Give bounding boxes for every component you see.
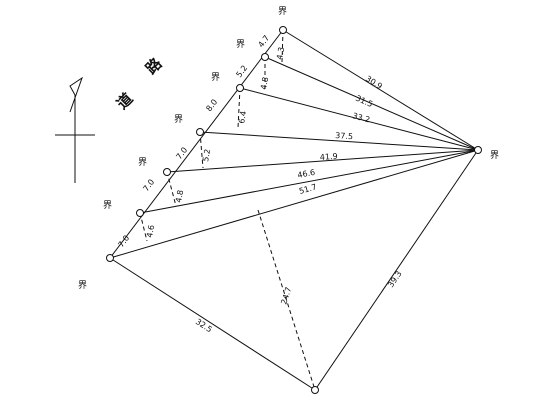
boundary-vertices xyxy=(106,26,482,394)
perpendicular-6 xyxy=(281,29,284,63)
vertex-left xyxy=(106,254,114,262)
perpendicular-labels: 4.6 4.8 5.2 6.4 4.8 4.3 xyxy=(145,46,286,238)
perpendicular-1 xyxy=(139,212,148,242)
length-r6: 46.6 xyxy=(297,168,316,180)
boundary-marker: 界 xyxy=(490,150,499,161)
length-r5: 41.9 xyxy=(320,152,338,162)
north-arrow-icon xyxy=(55,76,95,183)
perpendicular-label-4: 6.4 xyxy=(237,110,248,124)
boundary-markers: 界 界 界 界 界 界 界 界 xyxy=(78,6,499,291)
front-segment-4: 8.0 xyxy=(204,98,219,114)
vertex-6 xyxy=(136,209,144,217)
distance-labels: 30.9 31.5 33.2 37.5 41.9 46.6 51.7 39.3 … xyxy=(194,74,404,334)
perpendicular-2 xyxy=(166,171,177,207)
perpendicular-label-2: 4.8 xyxy=(174,189,185,203)
boundary-marker: 界 xyxy=(278,6,287,17)
road-label-char-1: 道 xyxy=(113,89,136,112)
boundary-marker: 界 xyxy=(103,200,112,211)
perpendicular-label-3: 5.2 xyxy=(201,148,212,162)
length-right-bottom: 39.3 xyxy=(386,269,403,289)
vertex-bottom xyxy=(311,386,319,394)
boundary-marker: 界 xyxy=(236,39,245,50)
radial-line-6 xyxy=(139,149,479,214)
perpendicular-label-1: 4.6 xyxy=(145,224,156,238)
radial-line-3 xyxy=(239,87,479,151)
vertex-5 xyxy=(163,168,171,176)
front-segment-3: 7.0 xyxy=(174,146,189,162)
vertex-3 xyxy=(236,84,244,92)
vertex-top xyxy=(279,26,287,34)
top-right-boundary xyxy=(282,29,479,151)
length-r7: 51.7 xyxy=(298,182,318,196)
plot-outline xyxy=(109,29,479,391)
front-segment-2: 7.0 xyxy=(141,178,156,194)
dashed-lines xyxy=(139,29,316,391)
length-diagonal: 24.7 xyxy=(279,286,293,306)
length-r1: 30.9 xyxy=(364,74,384,91)
boundary-marker: 界 xyxy=(138,157,147,168)
perpendicular-3 xyxy=(199,131,204,169)
radial-line-2 xyxy=(264,56,479,151)
length-r3: 33.2 xyxy=(351,111,371,124)
road-label: 道 路 xyxy=(113,54,166,113)
length-r4: 37.5 xyxy=(335,131,353,141)
left-bottom-boundary xyxy=(109,257,316,391)
perpendicular-label-5: 4.8 xyxy=(259,76,270,90)
boundary-marker: 界 xyxy=(174,114,183,125)
vertex-4 xyxy=(196,128,204,136)
length-left-bottom: 32.5 xyxy=(194,317,214,334)
radial-line-4 xyxy=(199,131,479,151)
diagonal-dashed-line xyxy=(257,209,316,391)
radial-line-7 xyxy=(109,149,479,259)
boundary-marker: 界 xyxy=(78,280,87,291)
vertex-right xyxy=(474,146,482,154)
right-bottom-boundary xyxy=(314,149,479,391)
radial-line-5 xyxy=(166,149,479,173)
road-label-char-2: 路 xyxy=(142,54,166,78)
boundary-marker: 界 xyxy=(211,72,220,83)
radial-lines xyxy=(109,56,479,259)
front-segment-6: 4.7 xyxy=(256,34,271,50)
length-r2: 31.5 xyxy=(354,94,374,109)
vertex-2 xyxy=(261,53,269,61)
perpendicular-label-6: 4.3 xyxy=(275,46,286,60)
front-boundary-line xyxy=(109,29,284,259)
